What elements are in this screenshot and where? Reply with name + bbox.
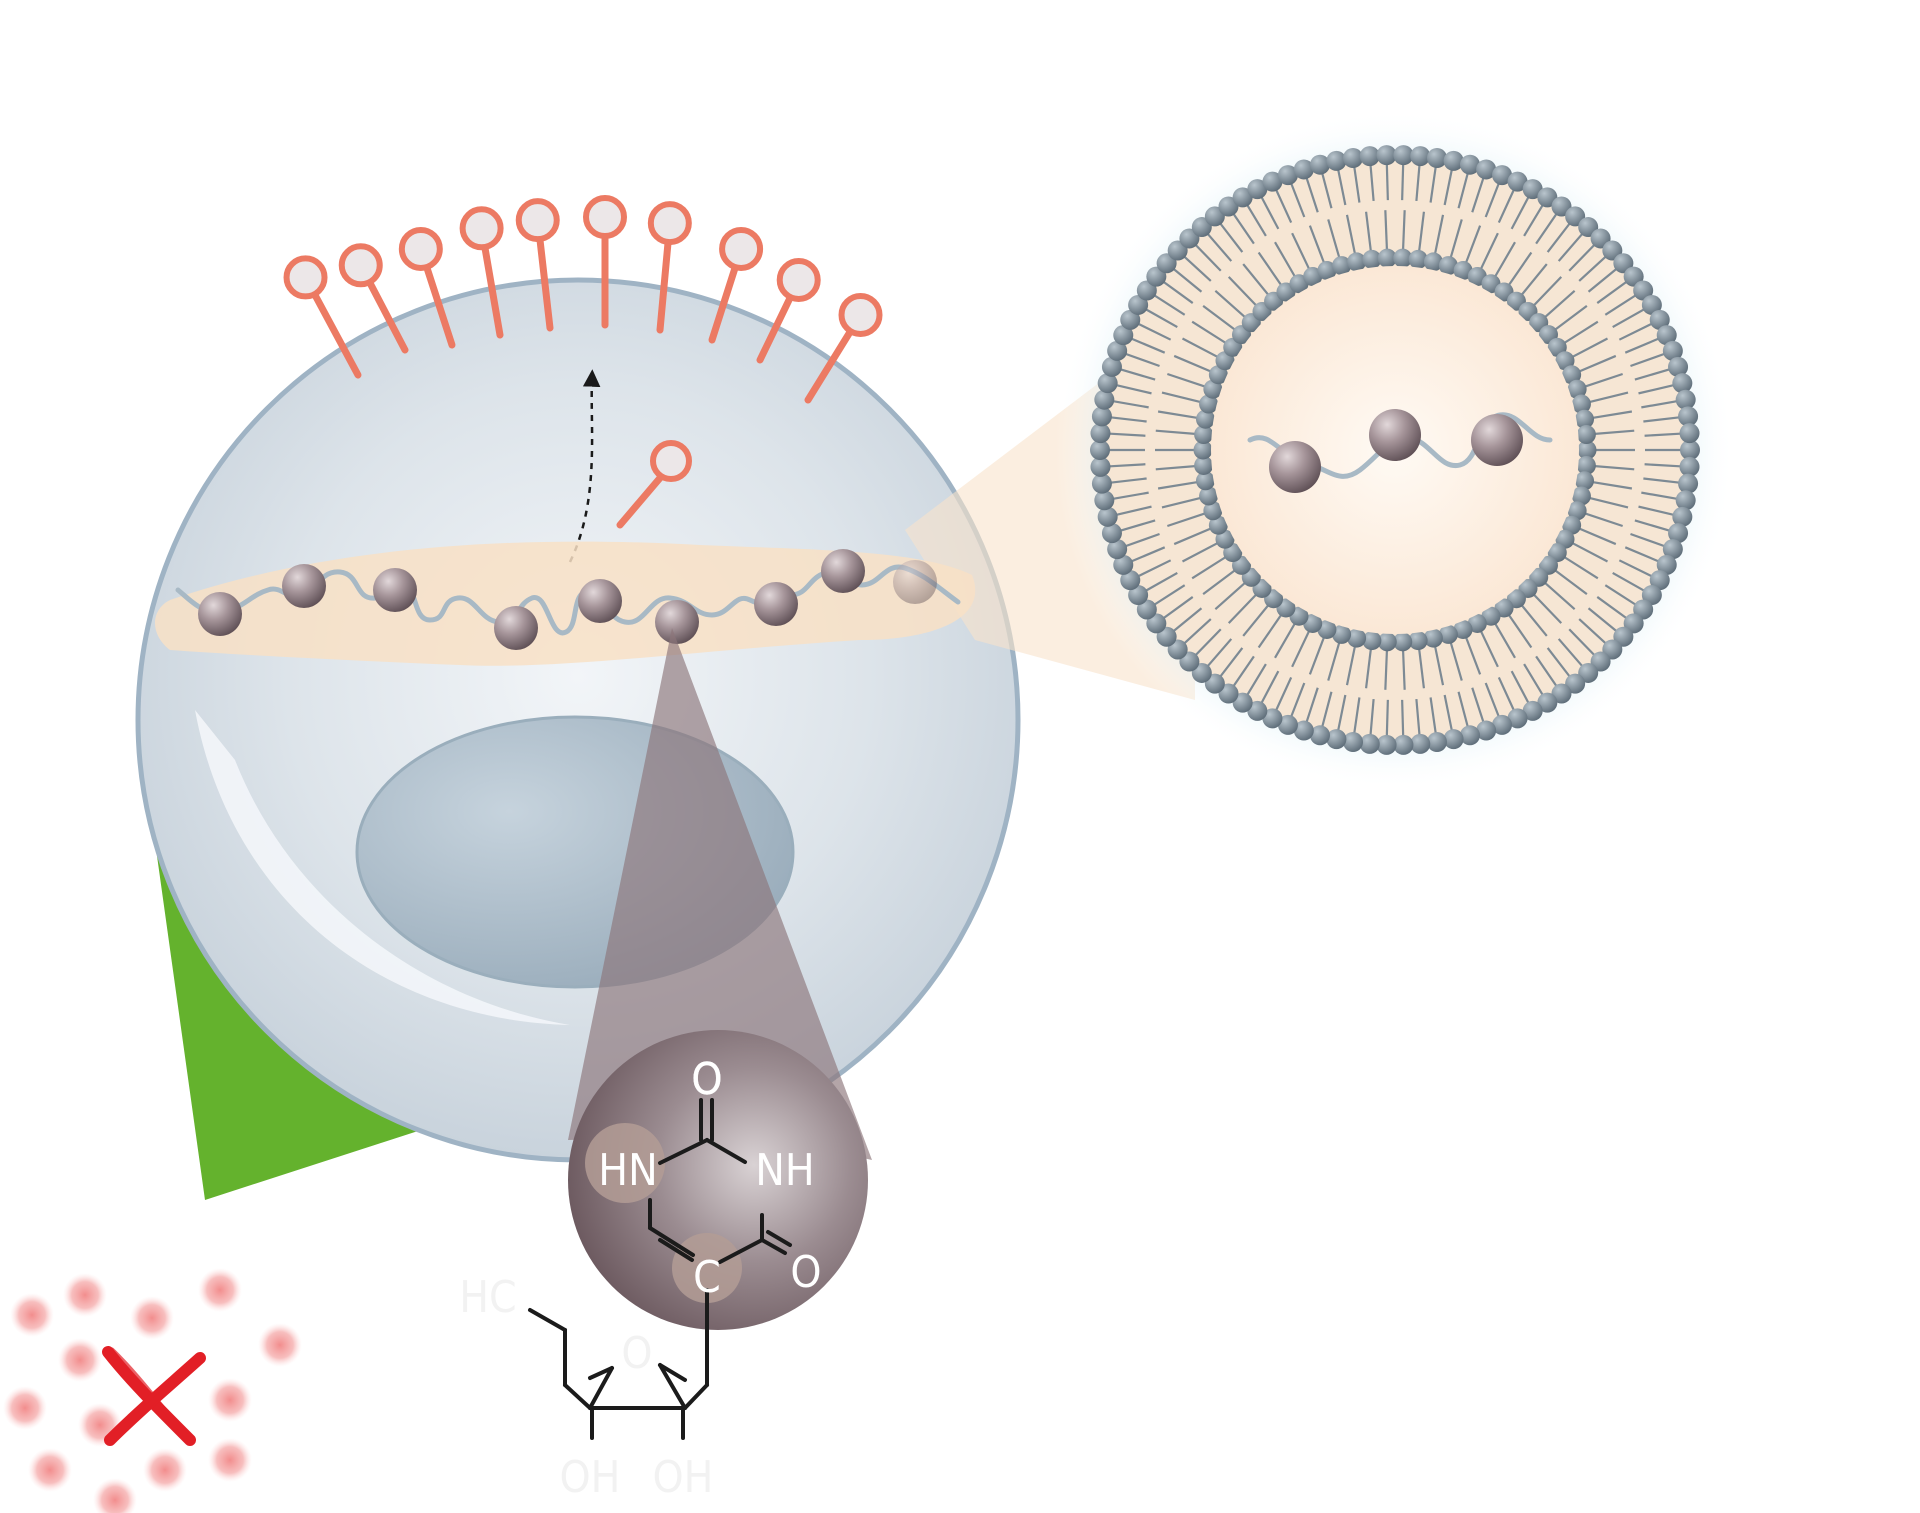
nucleotide-bead	[282, 564, 326, 608]
nucleotide-bead	[1369, 409, 1421, 461]
strand-halo	[155, 541, 976, 666]
label-o-right: O	[790, 1247, 821, 1298]
receptor-6	[583, 195, 627, 329]
label-oh-1: OH	[560, 1452, 621, 1503]
nucleotide-bead	[373, 568, 417, 612]
dashed-arrow-icon	[568, 369, 601, 563]
receptor-5	[515, 198, 560, 332]
particle-dot	[208, 1378, 252, 1422]
receptor-10	[804, 292, 883, 404]
nucleotide-bead	[655, 600, 699, 644]
lipid-tails	[1103, 158, 1687, 742]
nucleotide-bead	[578, 579, 622, 623]
particle-dot	[10, 1293, 54, 1337]
hn-highlight	[585, 1123, 665, 1203]
blocked-particles	[3, 1268, 302, 1513]
cell-highlight	[195, 710, 570, 1025]
nucleotide-bead	[754, 582, 798, 626]
zoom-circle	[568, 1030, 868, 1330]
receptor-1	[283, 255, 362, 379]
receptor-3	[398, 226, 456, 349]
nucleotide-bead	[1269, 441, 1321, 493]
mrna-strand	[155, 541, 976, 666]
particle-dot	[3, 1386, 47, 1430]
receptor-2	[338, 243, 409, 354]
nucleotide-bead	[893, 560, 937, 604]
label-hc: HC	[459, 1272, 516, 1323]
particle-dot	[208, 1438, 252, 1482]
label-nh: NH	[755, 1145, 814, 1196]
particle-dot	[63, 1273, 107, 1317]
nucleotide-bead	[198, 592, 242, 636]
nucleotide-bead	[821, 549, 865, 593]
particle-dot	[28, 1448, 72, 1492]
red-cross-icon	[102, 1346, 206, 1446]
nucleoside-zoom	[568, 1030, 868, 1330]
cell	[135, 277, 1021, 1163]
zoom-cone-nucleoside	[568, 628, 872, 1160]
chemical-labels: O HN NH O C HC O OH OH	[459, 1054, 821, 1503]
chemical-structure	[528, 1098, 792, 1440]
nucleotide-bead	[494, 606, 538, 650]
receptor-8	[708, 226, 764, 344]
liposome	[1055, 110, 1735, 790]
label-oh-2: OH	[653, 1452, 714, 1503]
particle-dot	[198, 1268, 242, 1312]
label-o-ring: O	[621, 1328, 652, 1379]
surface-receptors	[283, 195, 883, 404]
particle-dot	[143, 1448, 187, 1492]
particle-dot	[93, 1478, 137, 1513]
label-c: C	[693, 1252, 721, 1303]
particle-dot	[130, 1296, 174, 1340]
receptor-7	[647, 201, 692, 334]
lipid-heads	[1090, 145, 1700, 755]
particle-dot	[258, 1323, 302, 1367]
particle-dot	[58, 1338, 102, 1382]
label-hn: HN	[598, 1145, 657, 1196]
receptor-9	[756, 257, 821, 364]
free-receptor	[616, 440, 692, 529]
label-o-top: O	[691, 1054, 722, 1105]
nucleotide-bead	[1471, 414, 1523, 466]
receptor-4	[459, 206, 504, 339]
